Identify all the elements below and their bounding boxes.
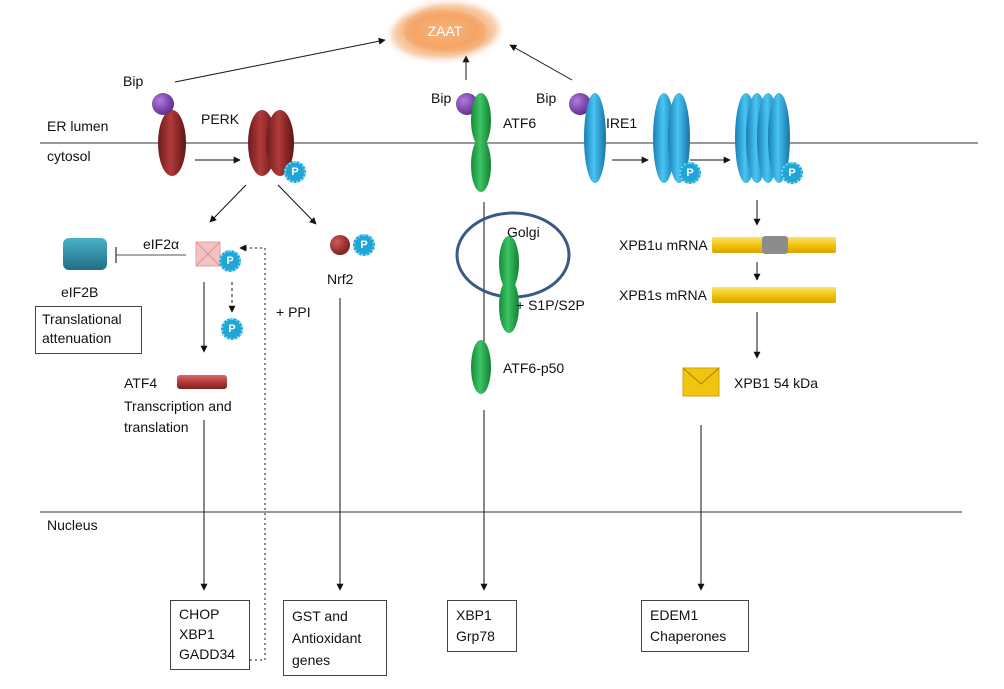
ire1-label: IRE1 — [606, 115, 638, 131]
box-line: XBP1 — [456, 607, 492, 623]
atf6-in-golgi-top — [499, 236, 519, 290]
ire1-monomer — [584, 93, 606, 183]
golgi-label: Golgi — [507, 224, 540, 240]
ppi-label: + PPI — [276, 304, 311, 320]
s1p-s2p-label: + S1P/S2P — [516, 297, 585, 313]
box-line: genes — [292, 652, 331, 668]
gst-box: GST and Antioxidant genes — [283, 600, 387, 676]
bip-atf6-label: Bip — [431, 90, 452, 106]
box-line: Grp78 — [456, 628, 495, 644]
atf6-p50-label: ATF6-p50 — [503, 360, 565, 376]
box-line: Translational — [42, 311, 122, 327]
perk-label: PERK — [201, 111, 240, 127]
atf6-label: ATF6 — [503, 115, 537, 131]
edem1-box: EDEM1 Chaperones — [641, 600, 749, 652]
arrow-perk-to-eif2a — [209, 184, 247, 223]
phospho-eif2a-badge: P — [219, 250, 241, 272]
box-line: CHOP — [179, 606, 220, 622]
phospho-perk-badge: P — [284, 161, 306, 183]
arrow-bip-to-zaat — [174, 37, 386, 83]
xpb1u-label: XPB1u mRNA — [619, 237, 708, 253]
er-lumen-label: ER lumen — [47, 118, 109, 134]
box-line: attenuation — [42, 330, 112, 346]
translational-attenuation-box: Translational attenuation — [35, 306, 142, 354]
atf6-luminal — [471, 93, 491, 147]
eif2b-shape — [63, 238, 107, 270]
atf6-p50-shape — [471, 340, 491, 394]
box-line: Chaperones — [650, 628, 727, 644]
box-line: XBP1 — [179, 626, 215, 642]
phospho-nrf2-badge: P — [353, 234, 375, 256]
phospho-ire1-dimer-badge: P — [679, 162, 701, 184]
atf4-sub1-label: Transcription and — [124, 398, 232, 414]
phospho-free-badge: P — [221, 318, 243, 340]
nrf2-label: Nrf2 — [327, 271, 354, 287]
atf4-shape — [177, 375, 227, 389]
chop-box: CHOP XBP1 GADD34 — [170, 600, 250, 670]
eif2a-label: eIF2α — [143, 236, 180, 252]
atf4-label: ATF4 — [124, 375, 158, 391]
xpb1s-mrna-shape — [712, 287, 836, 303]
bip-ire1-label: Bip — [536, 90, 557, 106]
bip-perk — [152, 93, 174, 115]
ire1-dimer-right — [668, 93, 690, 183]
perk-monomer — [158, 110, 186, 176]
gadd34-feedback-loop — [239, 244, 266, 661]
box-line: GST and — [292, 608, 348, 624]
xpb1s-label: XPB1s mRNA — [619, 287, 707, 303]
nrf2-shape — [330, 235, 350, 255]
arrow-ire1-to-zaat — [509, 44, 573, 81]
eif2b-label: eIF2B — [61, 284, 99, 300]
box-line: GADD34 — [179, 646, 236, 662]
cytosol-label: cytosol — [47, 148, 91, 164]
box-line: EDEM1 — [650, 607, 699, 623]
atf4-sub2-label: translation — [124, 419, 189, 435]
atf6-cytosolic — [471, 138, 491, 192]
xbp1-grp78-box: XBP1 Grp78 — [447, 600, 517, 652]
bip-ire1 — [569, 93, 591, 115]
phospho-ire1-oligo-badge: P — [781, 162, 803, 184]
perk-dimer-right — [266, 110, 294, 176]
box-line: Antioxidant — [292, 630, 362, 646]
xpb1u-intron — [762, 236, 788, 254]
bip-perk-label: Bip — [123, 73, 144, 89]
arrow-perk-to-nrf2 — [277, 184, 317, 225]
zaat-cloud: ZAAT — [403, 10, 487, 52]
nucleus-label: Nucleus — [47, 517, 98, 533]
atf6-in-golgi-bottom — [499, 279, 519, 333]
ire1-oligo-4 — [768, 93, 790, 183]
xpb1-54-label: XPB1 54 kDa — [734, 375, 819, 391]
